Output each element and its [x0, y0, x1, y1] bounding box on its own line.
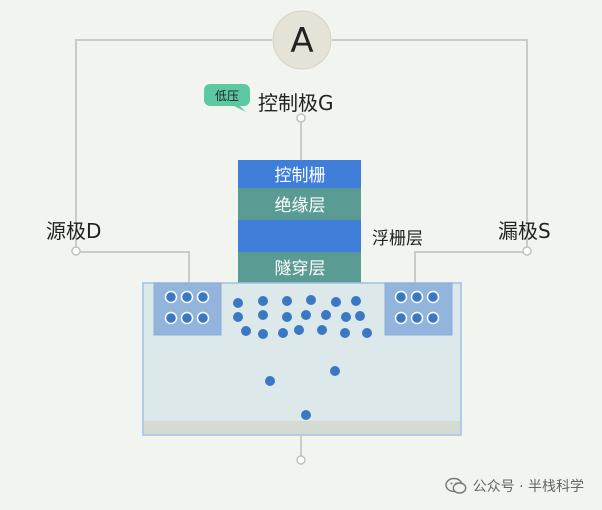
tunnel-layer	[238, 252, 361, 283]
channel-electron	[321, 310, 331, 320]
terminal-a-label: A	[290, 21, 313, 61]
channel-electron	[282, 312, 292, 322]
source-electron	[196, 290, 210, 304]
channel-electron	[282, 296, 292, 306]
substrate	[142, 282, 462, 436]
channel-electron	[301, 410, 311, 420]
low-voltage-badge: 低压	[204, 84, 250, 112]
wire-source-to-region	[80, 251, 190, 283]
channel-electron	[301, 310, 311, 320]
channel-electron	[258, 310, 268, 320]
drain-label: 漏极S	[498, 219, 551, 243]
channel-electron	[233, 312, 243, 322]
watermark: 公众号 · 半栈科学	[444, 476, 584, 496]
channel-electron	[331, 297, 341, 307]
wiring	[75, 39, 528, 456]
insulation-layer	[238, 188, 361, 220]
substrate-bottom-band	[144, 421, 460, 434]
drain-electron	[426, 311, 440, 325]
wire-drain	[332, 39, 528, 248]
channel-electron	[233, 298, 243, 308]
drain-electron	[394, 290, 408, 304]
drain-electron	[426, 290, 440, 304]
wire-source	[75, 39, 272, 248]
gate-stack: 控制栅 绝缘层 隧穿层	[238, 160, 361, 283]
insulation-text: 绝缘层	[275, 196, 326, 216]
wire-drain-to-region	[414, 251, 523, 283]
channel-electron	[265, 376, 275, 386]
channel-electron	[351, 296, 361, 306]
channel-electron	[258, 329, 268, 339]
source-node	[71, 246, 81, 256]
source-electron	[164, 311, 178, 325]
wechat-icon	[444, 477, 467, 494]
tunnel-text: 隧穿层	[275, 259, 326, 279]
channel-electron	[278, 328, 288, 338]
channel-electron	[362, 328, 372, 338]
drain-electron	[410, 311, 424, 325]
floating-gate-layer	[238, 220, 361, 252]
channel-electron	[340, 328, 350, 338]
floating-gate-label: 浮栅层	[372, 229, 423, 249]
gate-label: 控制极G	[258, 91, 334, 115]
drain-node	[522, 246, 532, 256]
channel-electron	[258, 296, 268, 306]
electrons	[164, 290, 440, 420]
source-label: 源极D	[46, 219, 101, 243]
channel-electron	[241, 326, 251, 336]
source-electron	[196, 311, 210, 325]
low-voltage-text: 低压	[215, 89, 239, 103]
drain-electron	[410, 290, 424, 304]
channel-electron	[317, 325, 327, 335]
control-gate-layer	[238, 160, 361, 188]
source-electron	[180, 290, 194, 304]
watermark-text: 公众号 · 半栈科学	[472, 479, 584, 495]
drain-region	[384, 282, 453, 336]
drain-electron	[394, 311, 408, 325]
substrate-node	[296, 455, 306, 465]
channel-electron	[330, 366, 340, 376]
channel-electron	[355, 311, 365, 321]
control-gate-text: 控制栅	[275, 166, 326, 186]
source-electron	[180, 311, 194, 325]
terminal-a-circle	[272, 10, 332, 70]
gate-node	[296, 113, 306, 123]
channel-electron	[294, 325, 304, 335]
channel-electron	[341, 312, 351, 322]
source-electron	[164, 290, 178, 304]
channel-electron	[306, 295, 316, 305]
